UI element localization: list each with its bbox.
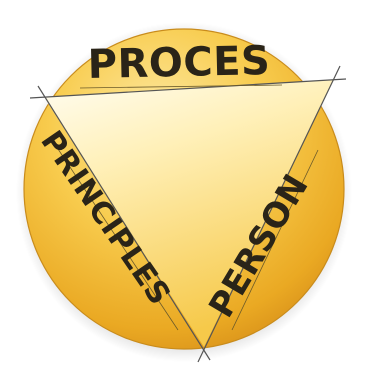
process-underline	[79, 84, 283, 89]
triangle-edge-top	[29, 78, 347, 99]
principles-underline	[55, 145, 179, 331]
triangle-edge-left	[37, 85, 211, 361]
inner-triangle	[44, 80, 333, 347]
person-underline	[231, 149, 319, 331]
triangle-edge-right	[197, 65, 341, 363]
process-label-text: PROCESS	[0, 0, 269, 88]
process-label: PROCESS	[0, 0, 269, 88]
